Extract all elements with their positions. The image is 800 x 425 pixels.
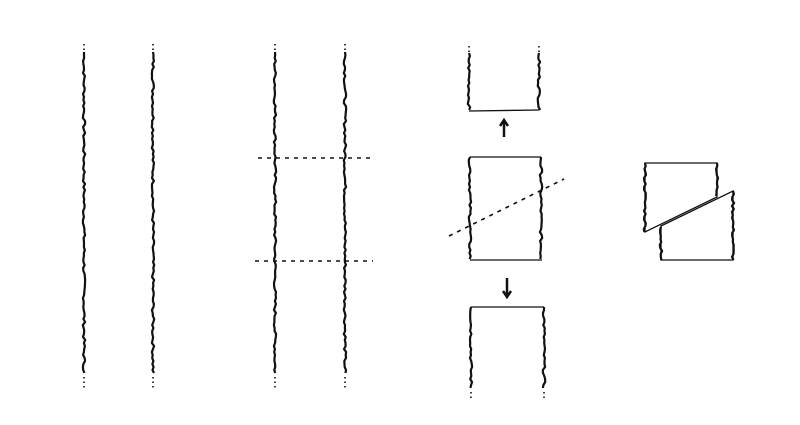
wavy-strand xyxy=(81,52,87,374)
upper-shifted-piece xyxy=(642,162,720,234)
panel-intact-pair xyxy=(81,44,156,388)
wavy-side xyxy=(467,156,473,260)
arrow-head xyxy=(498,117,510,127)
wavy-side xyxy=(468,306,474,389)
wavy-strand xyxy=(272,51,278,374)
up-arrow xyxy=(498,117,510,137)
wavy-side xyxy=(658,226,664,261)
wavy-side xyxy=(642,162,648,233)
down-arrow xyxy=(501,278,513,300)
panel-shifted-segments xyxy=(642,162,736,261)
cut-edge xyxy=(468,109,540,112)
middle-segment xyxy=(467,156,544,261)
wavy-side xyxy=(730,190,736,261)
lower-shifted-piece xyxy=(658,189,736,261)
wavy-strand xyxy=(150,51,156,374)
wavy-side xyxy=(538,156,544,260)
panel-cut-lines xyxy=(255,44,373,388)
top-segment xyxy=(466,46,542,112)
wavy-side xyxy=(536,52,542,111)
wavy-strand xyxy=(342,51,348,374)
wavy-side xyxy=(541,307,547,389)
arrow-head xyxy=(501,290,513,300)
panel-split-segments xyxy=(448,46,565,400)
diagonal-cut-line xyxy=(448,178,565,237)
wavy-side xyxy=(715,162,720,197)
wavy-side xyxy=(466,52,472,111)
bottom-segment xyxy=(468,306,547,400)
